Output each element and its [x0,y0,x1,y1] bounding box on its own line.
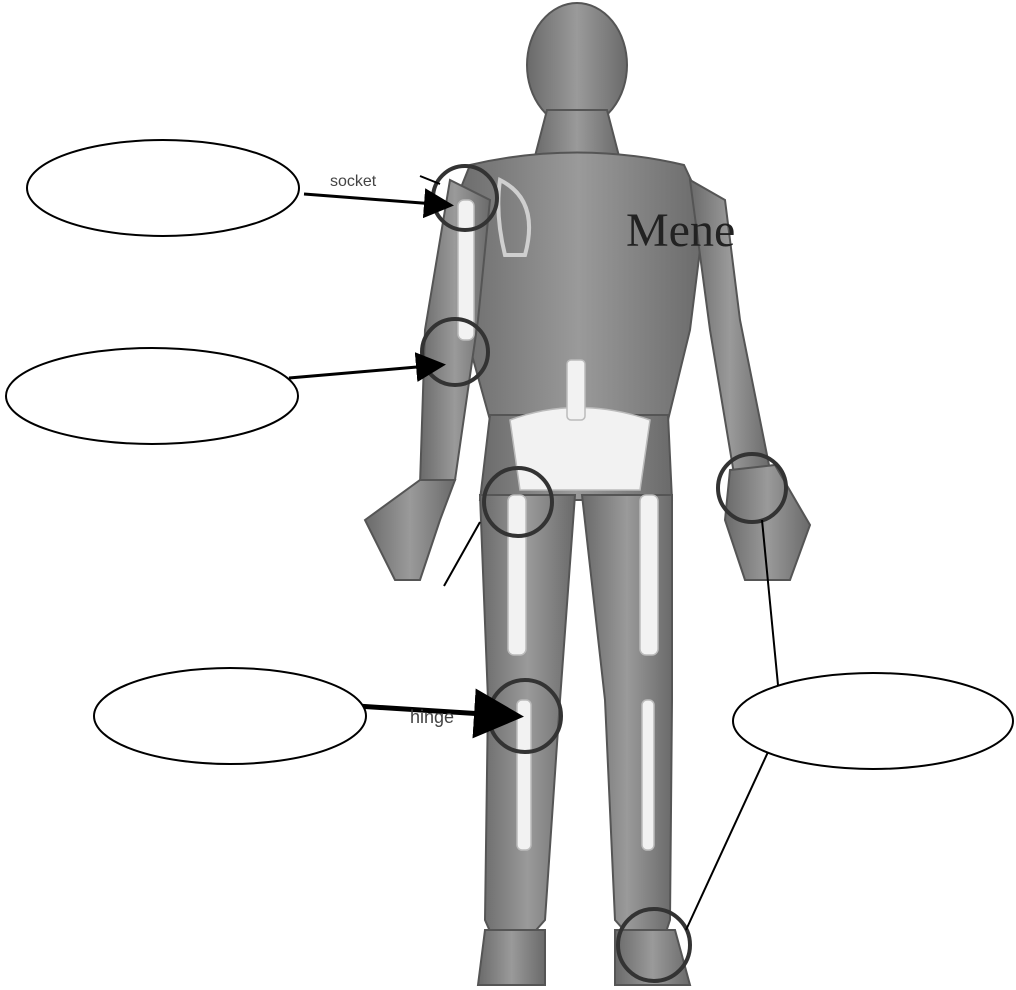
answer-box-shoulder[interactable] [27,140,299,236]
human-body-figure [365,3,810,985]
answer-box-wrist-ankle[interactable] [733,673,1013,769]
line-to-ankle [686,752,768,930]
mene-title-fragment: Mene [626,204,735,257]
hip-stub-line [444,522,480,586]
answer-box-elbow[interactable] [6,348,298,444]
arrow-to-elbow [289,365,440,378]
hinge-label: hinge [410,707,454,727]
answer-box-knee[interactable] [94,668,366,764]
arrow-to-shoulder [304,194,448,205]
socket-label: socket [330,173,377,190]
